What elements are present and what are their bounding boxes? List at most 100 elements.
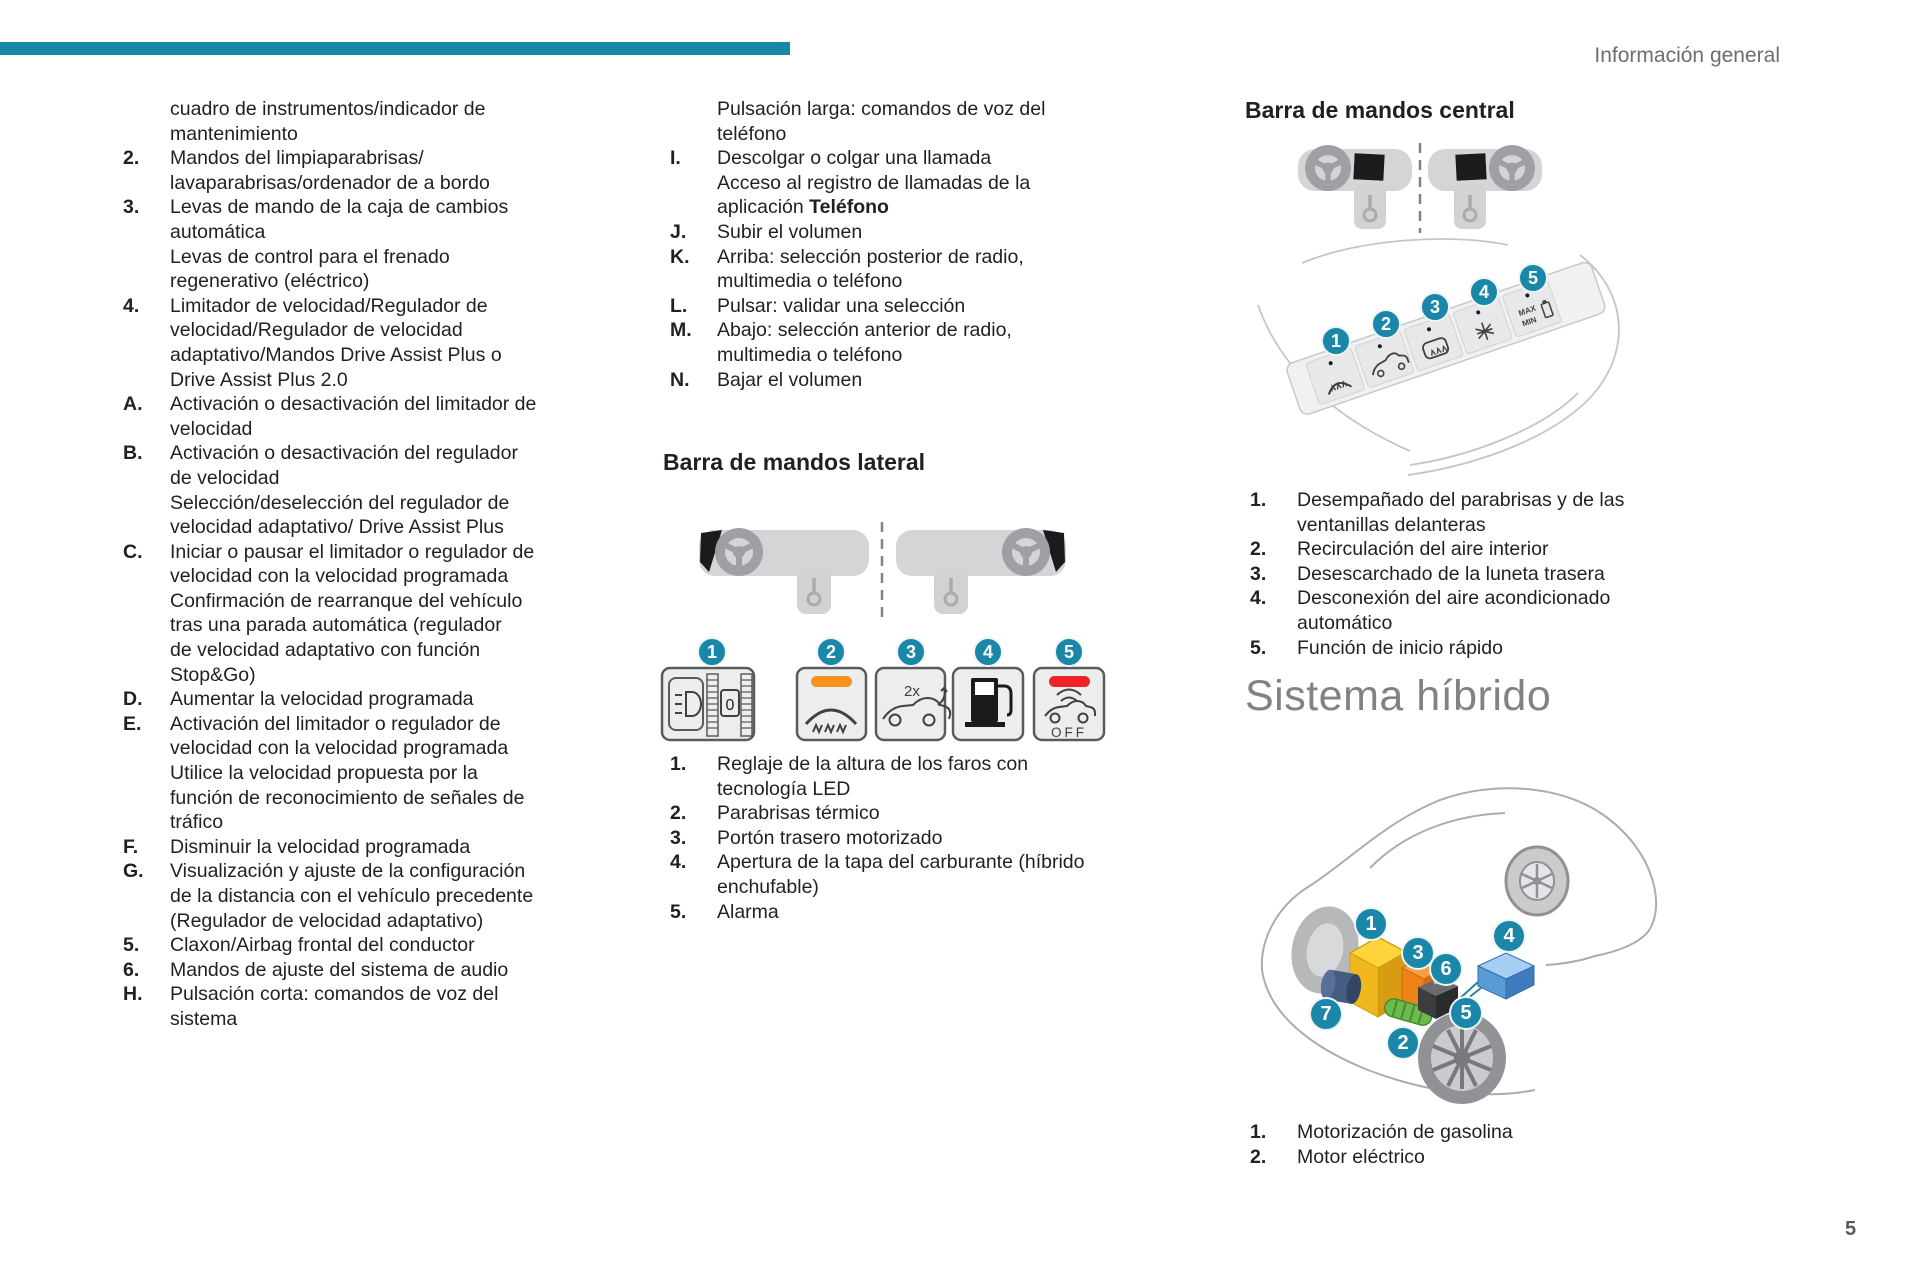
lateral-list: 1.Reglaje de la altura de los faros con … (670, 752, 1120, 924)
item-text: Iniciar o pausar el limitador o regulado… (170, 540, 535, 686)
list-item: G. Visualización y ajuste de la configura… (123, 859, 593, 933)
item-label: E. (123, 712, 142, 735)
item-label: 1. (1250, 489, 1267, 511)
item-label: L. (670, 294, 688, 317)
list-item: 1.Reglaje de la altura de los faros con … (670, 752, 1120, 801)
list-item: B.Activación o desactivación del regulad… (123, 441, 593, 539)
item-label: 3. (1250, 562, 1267, 585)
section-title-hybrid: Sistema híbrido (1245, 672, 1552, 720)
item-label: J. (670, 220, 687, 243)
badge-hybrid-4: 4 (1492, 919, 1526, 953)
item-text: Portón trasero motorizado (717, 826, 943, 849)
list-item: 3.Desescarchado de la luneta trasera (1250, 562, 1710, 587)
list-item: 2. Mandos del limpiaparabrisas/ lavaparab… (123, 146, 593, 195)
item-label: 2. (1250, 538, 1267, 561)
middle-column: Pulsación larga: comandos de voz del tel… (670, 97, 1120, 392)
list-item: Pulsación larga: comandos de voz del tel… (670, 97, 1120, 146)
badge-lateral-1: 1 (697, 637, 727, 667)
windshield-defrost-icon (1305, 348, 1365, 405)
item-text: Parabrisas térmico (717, 802, 880, 825)
heated-windshield-icon (795, 666, 868, 742)
central-control-bar-diagram: MAX MIN (1257, 135, 1620, 476)
item-label: M. (670, 319, 692, 342)
lateral-control-bar-diagram: 0 2x (660, 522, 1106, 742)
badge-central-3: 3 (1420, 292, 1450, 322)
rear-wheel (1504, 845, 1570, 917)
item-text: Limitador de velocidad/Regulador de velo… (170, 294, 502, 391)
item-label: G. (123, 860, 144, 883)
air-recirculation-icon (1354, 331, 1414, 388)
dial-zero-label: 0 (726, 697, 735, 714)
item-label: 2. (1250, 1145, 1267, 1168)
item-text: Subir el volumen (717, 220, 863, 243)
item-label: F. (123, 835, 139, 858)
steering-wheel-right-icon (896, 528, 1066, 614)
list-item: 2. Parabrisas térmico (670, 801, 1120, 826)
item-label: 5. (1250, 636, 1267, 659)
double-press-label: 2x (904, 683, 920, 700)
list-item: N.Bajar el volumen (670, 368, 1120, 393)
section-title-central: Barra de mandos central (1245, 97, 1515, 123)
list-item: I.Descolgar o colgar una llamada Acceso … (670, 146, 1120, 220)
item-label: C. (123, 540, 143, 563)
item-text: Visualización y ajuste de la configuraci… (170, 860, 534, 932)
teal-accent-bar (0, 42, 790, 55)
motorized-tailgate-icon: 2x (874, 666, 952, 742)
item-text: Activación del limitador o regulador de … (170, 712, 525, 834)
badge-lateral-2: 2 (816, 637, 846, 667)
badge-central-5: 5 (1518, 263, 1548, 293)
item-text: Desempañado del parabrisas y de las vent… (1297, 489, 1625, 536)
badge-central-2: 2 (1371, 309, 1401, 339)
list-item: C. Iniciar o pausar el limitador o regula… (123, 540, 593, 688)
item-text: Disminuir la velocidad programada (170, 835, 471, 858)
badge-hybrid-5: 5 (1449, 996, 1483, 1030)
list-item: K.Arriba: selección posterior de radio, … (670, 245, 1120, 294)
item-text: Mandos de ajuste del sistema de audio (170, 958, 509, 981)
list-item: 4. Desconexión del aire acondicionado aut… (1250, 586, 1710, 635)
item-text: Motorización de gasolina (1297, 1121, 1513, 1143)
starter-block (1320, 969, 1362, 1004)
badge-lateral-5: 5 (1054, 637, 1084, 667)
item-text: Claxon/Airbag frontal del conductor (170, 934, 475, 957)
list-item: 5. Función de inicio rápido (1250, 636, 1710, 661)
list-item: 5.Alarma (670, 900, 1120, 925)
list-item: 1.Motorización de gasolina (1250, 1120, 1710, 1145)
item-text: Activación o desactivación del limitador… (170, 393, 537, 440)
steering-wheel-right-icon (1428, 145, 1542, 229)
list-item: J. Subir el volumen (670, 220, 1120, 245)
list-item: H.Pulsación corta: comandos de voz del s… (123, 982, 593, 1031)
rear-window-defrost-icon (1404, 314, 1464, 371)
hybrid-list: 1.Motorización de gasolina 2. Motor eléct… (1250, 1120, 1710, 1169)
item-label: 2. (123, 147, 140, 170)
item-text: Recirculación del aire interior (1297, 538, 1549, 561)
badge-central-1: 1 (1321, 326, 1351, 356)
steering-wheel-left-icon (1298, 145, 1412, 229)
item-label: 2. (670, 802, 687, 825)
list-item: 4.Apertura de la tapa del carburante (hí… (670, 850, 1120, 899)
list-item: 3.Portón trasero motorizado (670, 826, 1120, 851)
badge-lateral-4: 4 (973, 637, 1003, 667)
center-console-strip: MAX MIN (1286, 261, 1606, 415)
item-text: Alarma (717, 900, 779, 923)
item-text: Aumentar la velocidad programada (170, 688, 474, 711)
badge-hybrid-7: 7 (1309, 997, 1343, 1031)
item-label: 4. (1250, 587, 1267, 610)
badge-hybrid-2: 2 (1386, 1026, 1420, 1060)
gasoline-engine-block (1348, 936, 1408, 1018)
item-text: Pulsación corta: comandos de voz del sis… (170, 983, 499, 1030)
alarm-off-label: OFF (1051, 725, 1087, 740)
item-text: Mandos del limpiaparabrisas/ lavaparabri… (170, 147, 490, 194)
item-label: N. (670, 368, 690, 391)
badge-hybrid-1: 1 (1354, 907, 1388, 941)
hybrid-system-diagram (1260, 787, 1658, 1104)
quick-start-icon: MAX MIN (1502, 280, 1562, 337)
item-text: Desconexión del aire acondicionado autom… (1297, 587, 1611, 634)
item-text: Función de inicio rápido (1297, 636, 1503, 659)
item-label: B. (123, 442, 143, 465)
red-indicator (1049, 676, 1090, 687)
list-item: L.Pulsar: validar una selección (670, 294, 1120, 319)
badge-lateral-3: 3 (896, 637, 926, 667)
central-list: 1. Desempañado del parabrisas y de las ve… (1250, 488, 1710, 660)
item-text: Motor eléctrico (1297, 1145, 1425, 1168)
